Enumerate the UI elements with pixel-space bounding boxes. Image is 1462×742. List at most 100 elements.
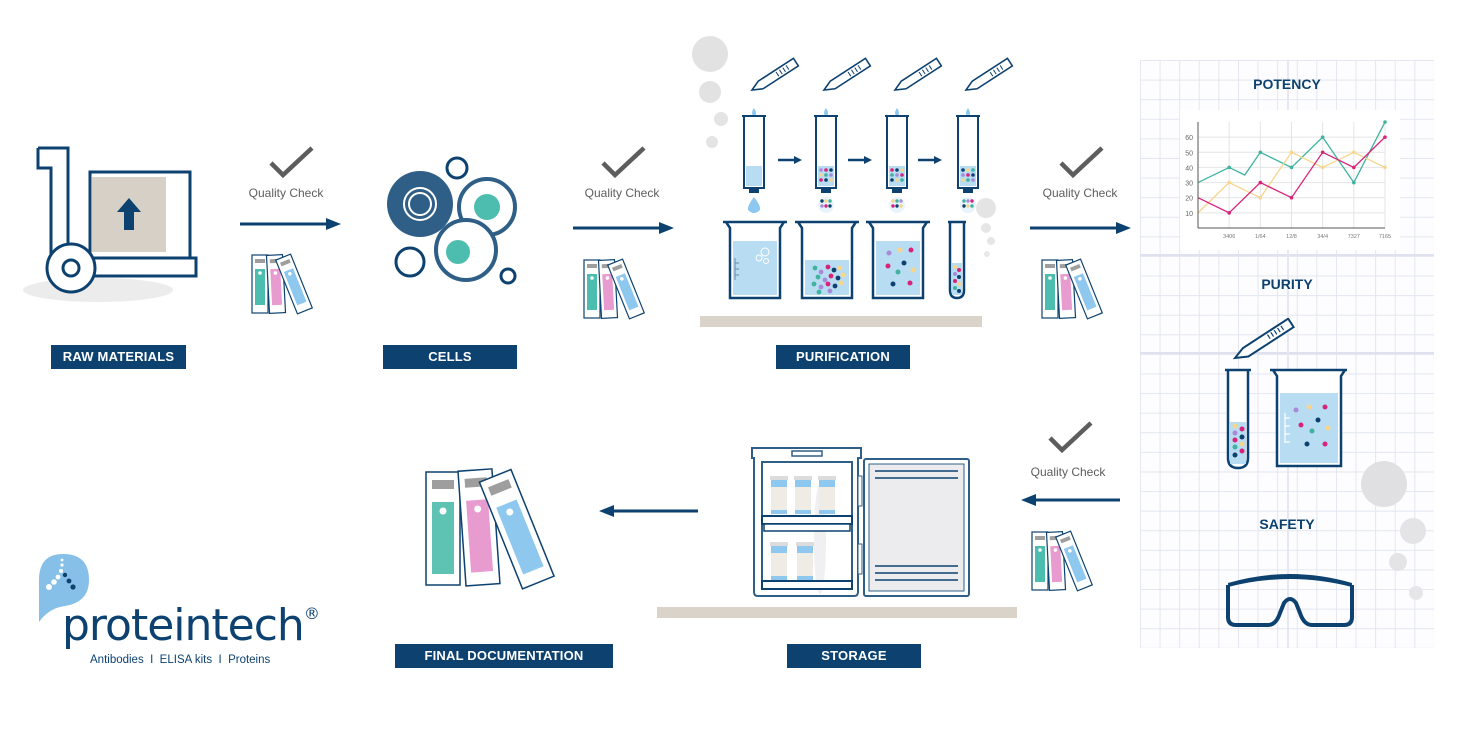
series-line-teal <box>1197 121 1386 184</box>
data-point-yellow <box>1383 165 1387 170</box>
y-tick-label: 60 <box>1185 135 1193 142</box>
quality-check-label: Quality Check <box>1030 465 1106 479</box>
data-point-teal <box>1289 165 1294 170</box>
brand-name: proteintech <box>62 600 305 651</box>
chart-background <box>1180 110 1400 250</box>
hand-truck-illustration <box>23 146 198 302</box>
stage-label-cells: CELLS <box>383 345 517 369</box>
beaker-icon <box>795 220 859 300</box>
binder-blue <box>274 253 314 315</box>
data-point-yellow <box>1258 195 1263 200</box>
refrigerator-illustration <box>751 447 970 597</box>
x-tick-label: 7327 <box>1348 234 1360 240</box>
arrow-left-icon <box>599 505 698 517</box>
binder-teal <box>251 254 269 314</box>
safety-title: SAFETY <box>1259 516 1315 532</box>
test-tube-icon <box>1225 368 1251 470</box>
lab-bench-shelf <box>657 607 1017 618</box>
x-tick-label: 12/8 <box>1286 234 1297 240</box>
purity-title: PURITY <box>1261 276 1313 292</box>
pipette-icon <box>1232 318 1296 360</box>
stage-label-storage: STORAGE <box>787 644 921 668</box>
arrow-left-icon <box>1021 494 1120 506</box>
x-tick-label: 7165 <box>1379 234 1391 240</box>
brand-wordmark: proteintech® <box>62 600 320 651</box>
binder-teal <box>1031 531 1049 591</box>
large-binders-icon <box>425 468 556 590</box>
arrow-up-icon <box>117 198 141 230</box>
sample-bottle-icon <box>770 476 788 514</box>
registered-mark: ® <box>303 604 320 623</box>
binder-blue <box>478 468 556 590</box>
binders-icon <box>1041 258 1104 320</box>
binders-icon <box>251 253 314 315</box>
x-tick-label: 3406 <box>1223 234 1235 240</box>
stage-label-final-documentation: FINAL DOCUMENTATION <box>395 644 613 668</box>
checkmark-icon <box>1059 146 1104 179</box>
binders-icon <box>1031 530 1094 592</box>
pipette-icon <box>750 57 800 91</box>
beaker-icon <box>723 220 787 300</box>
checkmark-icon <box>601 146 646 179</box>
binder-teal <box>1041 259 1059 319</box>
pipette-icon <box>822 57 872 91</box>
data-point-yellow <box>1352 150 1356 155</box>
x-tick-label: 1/64 <box>1255 234 1266 240</box>
data-point-yellow <box>1289 150 1294 155</box>
arrow-right-icon <box>573 222 674 234</box>
sample-bottle-icon <box>796 542 814 580</box>
purification-illustration <box>692 36 1014 300</box>
sample-bottle-icon <box>770 542 788 580</box>
sample-bottle-icon <box>794 476 812 514</box>
quality-check-label: Quality Check <box>1042 186 1118 200</box>
arrow-right-icon <box>1030 222 1131 234</box>
checkmark-icon <box>269 146 314 179</box>
data-point-teal <box>1383 120 1387 124</box>
data-point-magenta <box>1352 165 1356 170</box>
purity-illustration <box>1225 318 1347 470</box>
potency-title: POTENCY <box>1253 76 1321 92</box>
sample-bottle-icon <box>818 476 836 514</box>
safety-goggles-icon <box>1226 574 1354 627</box>
chromatography-column-icon <box>814 57 872 213</box>
brand-tagline: Antibodies I ELISA kits I Proteins <box>90 654 271 666</box>
binder-blue <box>1064 258 1104 320</box>
y-tick-label: 10 <box>1185 211 1193 218</box>
data-point-yellow <box>1227 180 1231 185</box>
shadow <box>23 278 173 302</box>
data-point-yellow <box>1320 165 1325 170</box>
binder-teal <box>583 259 601 319</box>
data-point-teal <box>1320 135 1325 139</box>
x-tick-label: 34/4 <box>1317 234 1328 240</box>
arrow-right-icon <box>240 218 341 230</box>
stage-label-raw-materials: RAW MATERIALS <box>51 345 186 369</box>
binder-blue <box>606 258 646 320</box>
binders-icon <box>583 258 646 320</box>
pipette-icon <box>893 57 943 91</box>
data-point-magenta <box>1320 150 1325 155</box>
y-tick-label: 20 <box>1185 196 1193 203</box>
beaker-icon <box>1270 368 1347 468</box>
test-tube-icon <box>948 220 966 300</box>
data-point-magenta <box>1289 195 1294 200</box>
quality-check-label: Quality Check <box>584 186 660 200</box>
data-point-magenta <box>1383 135 1387 139</box>
bubbles-decoration <box>1361 461 1426 600</box>
chromatography-column-icon <box>885 57 943 213</box>
pipette-icon <box>964 57 1014 91</box>
proteintech-logo-icon <box>39 554 89 622</box>
cells-illustration <box>387 156 517 285</box>
binder-teal <box>425 471 461 586</box>
quality-check-label: Quality Check <box>248 186 324 200</box>
chromatography-column-icon <box>956 57 1014 213</box>
lab-bench-shelf <box>700 316 982 327</box>
y-tick-label: 40 <box>1185 165 1193 172</box>
y-tick-label: 50 <box>1185 150 1193 157</box>
data-point-teal <box>1352 180 1356 185</box>
stage-label-purification: PURIFICATION <box>776 345 910 369</box>
data-point-magenta <box>1258 180 1263 185</box>
data-point-teal <box>1258 150 1263 155</box>
beaker-icon <box>866 220 930 300</box>
binder-blue <box>1054 530 1094 592</box>
